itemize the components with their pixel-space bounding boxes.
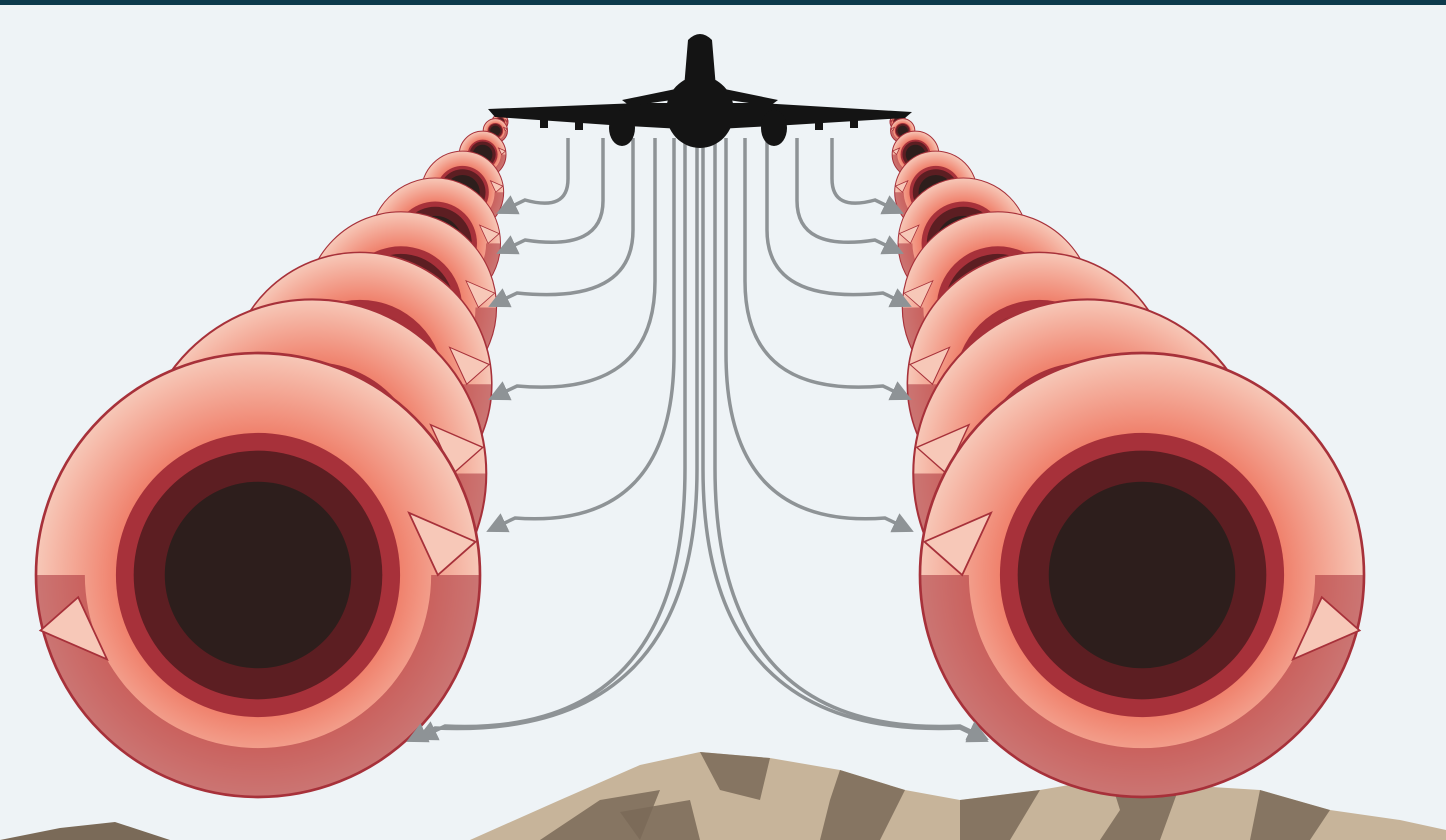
curved-arrow-icon [797, 138, 900, 252]
vortex-ring [920, 353, 1364, 797]
curved-arrow-icon [500, 138, 603, 252]
right-vortex [890, 114, 1364, 797]
aircraft-flap-fairing [815, 118, 823, 130]
aircraft-flap-fairing [850, 116, 858, 128]
aircraft-engine-left [609, 110, 635, 146]
vortex-ring [36, 353, 480, 797]
jet-airliner-rear-view-icon [488, 34, 912, 148]
curved-arrow-icon [832, 138, 900, 212]
terrain-ridge [0, 822, 170, 840]
curved-arrow-icon [492, 138, 633, 305]
aircraft-tail-fin [682, 34, 718, 112]
left-vortex [36, 114, 508, 797]
curved-arrow-icon [500, 138, 568, 212]
aircraft-flap-fairing [575, 118, 583, 130]
curved-arrow-icon [745, 138, 908, 398]
aircraft-engine-right [761, 110, 787, 146]
curved-arrow-icon [492, 138, 655, 398]
aircraft-flap-fairing [540, 116, 548, 128]
curved-arrow-icon [767, 138, 908, 305]
